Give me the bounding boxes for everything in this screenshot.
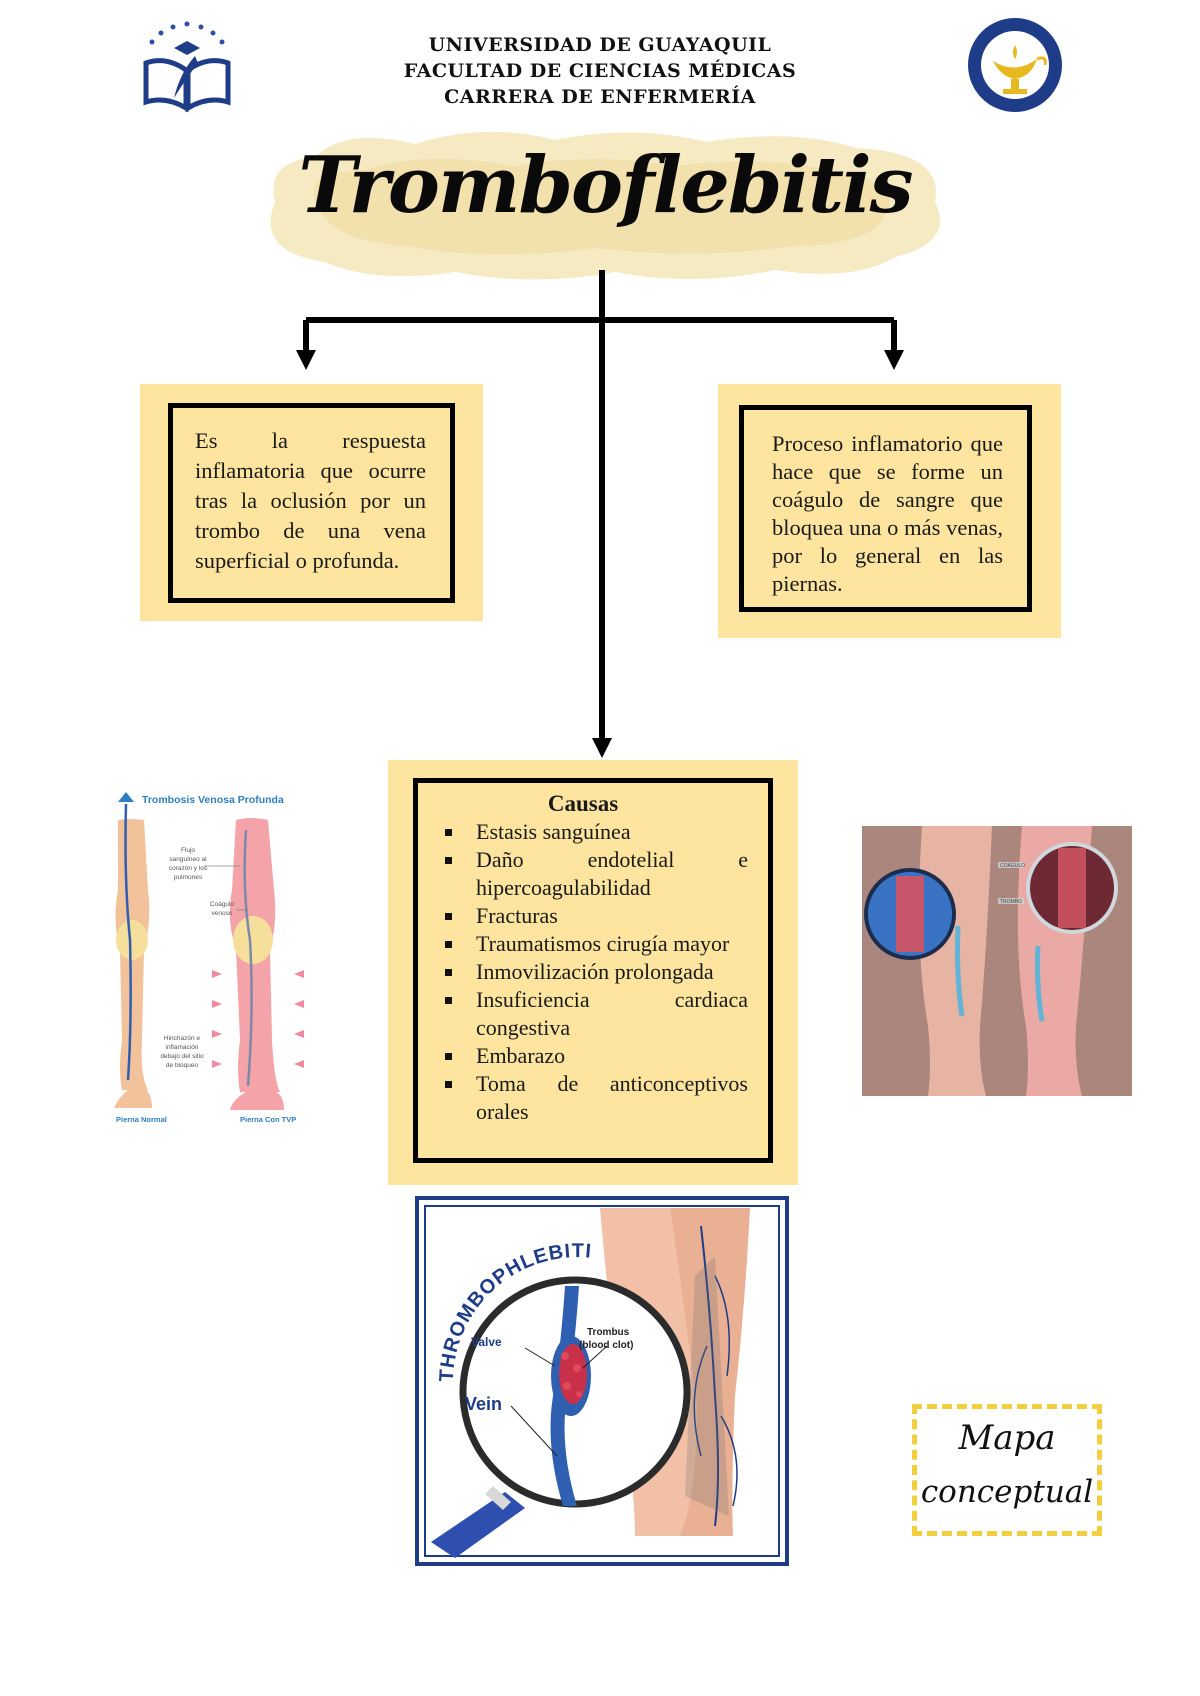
label-hinchazon-2: inflamación [166,1044,199,1051]
causes-title: Causas [418,790,748,818]
definition-right-box: Proceso inflamatorio que hace que se for… [739,405,1032,612]
label-valve: Valve [471,1335,502,1349]
label-hinchazon-1: Hinchazón e [164,1035,201,1042]
thrombophlebitis-magnifier-illustration: Valve Trombus (blood clot) Vein THROMBOP… [415,1196,789,1566]
definition-left-text: Es la respuesta inflamatoria que ocurre … [195,426,426,576]
label-flujo-1: Flujo [181,847,195,854]
label-flujo-2: sanguíneo al [169,856,207,863]
label-flujo-3: corazón y los [169,865,208,872]
cause-item: Estasis sanguínea [418,818,748,846]
cause-item: Daño endotelial e hipercoagulabilidad [418,846,748,902]
label-vein: Vein [465,1394,502,1414]
calf-thrombus-photo: COÁGULO TROMBO [862,826,1132,1096]
label-trombus: Trombus [587,1327,630,1338]
cause-item: Fracturas [418,902,748,930]
cause-item: Inmovilización prolongada [418,958,748,986]
label-coagulo-photo: COÁGULO [1000,862,1025,869]
label-flujo-4: pulmones [174,874,203,881]
label-pierna-tvp: Pierna Con TVP [240,1115,296,1124]
cause-item: Traumatismos cirugía mayor [418,930,748,958]
label-coagulo-1: Coágulo [210,901,235,908]
label-trombo-photo: TROMBO [1000,899,1022,905]
definition-left-box: Es la respuesta inflamatoria que ocurre … [168,403,455,603]
label-hinchazon-4: de bloqueo [166,1062,199,1069]
dvt-title: Trombosis Venosa Profunda [142,794,284,806]
cause-item: Toma de anticonceptivos orales [418,1070,748,1126]
label-coagulo-2: venoso [212,910,233,917]
cause-item: Embarazo [418,1042,748,1070]
badge-line-1: Mapa [912,1418,1102,1458]
badge-line-2: conceptual [912,1474,1102,1510]
causes-list: Estasis sanguínea Daño endotelial e hipe… [418,818,748,1126]
dvt-legs-illustration: Trombosis Venosa Profunda Flujo sanguíne… [108,790,328,1125]
label-pierna-normal: Pierna Normal [116,1115,167,1124]
definition-right-text: Proceso inflamatorio que hace que se for… [772,430,1003,598]
causes-box: Causas Estasis sanguínea Daño endotelial… [413,778,773,1163]
cause-item: Insuficiencia cardiaca congestiva [418,986,748,1042]
label-hinchazon-3: debajo del sitio [160,1053,204,1060]
label-blood-clot: (blood clot) [579,1340,633,1351]
